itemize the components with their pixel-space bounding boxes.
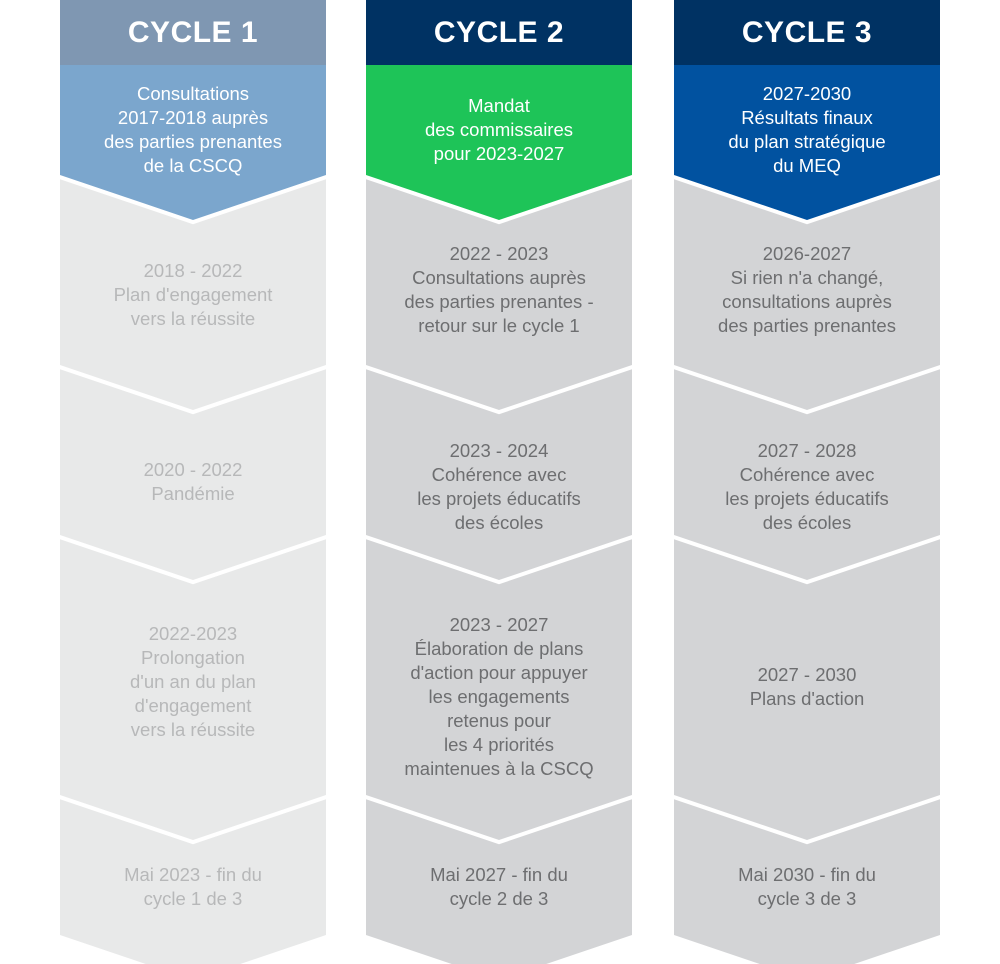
text-line: vers la réussite	[130, 719, 256, 740]
text-line: Pandémie	[151, 483, 235, 504]
step-text-4: Mai 2030 - fin du cycle 3 de 3	[682, 863, 932, 911]
step-chevron-4	[60, 795, 326, 964]
step-chevron-4	[366, 795, 632, 964]
text-line: 2027-2030	[762, 83, 852, 104]
text-line: Élaboration de plans	[414, 638, 584, 659]
text-line: 2023 - 2024	[449, 440, 549, 461]
step-text-4: Mai 2027 - fin du cycle 2 de 3	[374, 863, 624, 911]
text-line: Plan d'engagement	[113, 284, 273, 305]
cycle-title: CYCLE 2	[433, 15, 565, 49]
step-chevron-2	[674, 365, 940, 580]
cycle-header-bg	[366, 0, 632, 65]
step-text-4: Mai 2023 - fin du cycle 1 de 3	[68, 863, 318, 911]
text-line: Résultats finaux	[741, 107, 873, 128]
step-chevron-2	[60, 365, 326, 580]
lead-text: Consultations 2017-2018 auprès des parties…	[68, 82, 318, 178]
step-chevron-1	[366, 175, 632, 410]
cycle-2-column: CYCLE 2 Mandat des commissaires pour 2023-2…	[366, 0, 632, 964]
cycle-title: CYCLE 1	[127, 15, 259, 49]
text-line: des parties prenantes	[718, 315, 896, 336]
text-line: 2023 - 2027	[449, 614, 549, 635]
text-line: Plans d'action	[749, 688, 865, 709]
text-line: cycle 1 de 3	[143, 888, 243, 909]
lead-chevron	[674, 65, 940, 220]
text-line: du MEQ	[773, 155, 841, 176]
step-chevron-3	[60, 535, 326, 840]
text-line: les projets éducatifs	[417, 488, 581, 509]
text-line: d'un an du plan	[130, 671, 256, 692]
step-chevron-2	[366, 365, 632, 580]
text-line: des commissaires	[424, 119, 574, 140]
lead-chevron	[60, 65, 326, 220]
text-line: du plan stratégique	[728, 131, 886, 152]
text-line: Si rien n'a changé,	[730, 267, 884, 288]
text-line: 2027 - 2028	[757, 440, 857, 461]
step-chevron-3	[366, 535, 632, 840]
text-line: maintenues à la CSCQ	[404, 758, 594, 779]
text-line: Cohérence avec	[739, 464, 875, 485]
text-line: Consultations auprès	[412, 267, 586, 288]
text-line: les engagements	[428, 686, 570, 707]
lead-text: Mandat des commissaires pour 2023-2027	[374, 94, 624, 166]
text-line: Cohérence avec	[431, 464, 567, 485]
text-line: 2022-2023	[148, 623, 238, 644]
text-line: Mai 2027 - fin du	[430, 864, 568, 885]
text-line: 2026-2027	[762, 243, 852, 264]
step-chevron-3	[674, 535, 940, 840]
text-line: Mai 2023 - fin du	[124, 864, 262, 885]
text-line: cycle 3 de 3	[757, 888, 857, 909]
text-line: consultations auprès	[722, 291, 892, 312]
text-line: des écoles	[762, 512, 852, 533]
step-chevron-4	[674, 795, 940, 964]
text-line: les projets éducatifs	[725, 488, 889, 509]
chevron-stack	[60, 0, 326, 964]
text-line: Mai 2030 - fin du	[738, 864, 876, 885]
text-line: Consultations	[136, 83, 250, 104]
text-line: de la CSCQ	[143, 155, 243, 176]
text-line: 2027 - 2030	[757, 664, 857, 685]
step-chevron-1	[674, 175, 940, 410]
text-line: 2017-2018 auprès	[117, 107, 269, 128]
text-line: Mandat	[468, 95, 530, 116]
cycle-header-bg	[60, 0, 326, 65]
chevron-stack	[674, 0, 940, 964]
step-text-1: 2026-2027 Si rien n'a changé, consultation…	[682, 242, 932, 338]
text-line: des écoles	[454, 512, 544, 533]
lead-chevron	[366, 65, 632, 220]
chevron-stack	[366, 0, 632, 964]
cycle-1-column: CYCLE 1 Consultations 2017-2018 auprès des …	[60, 0, 326, 964]
text-line: cycle 2 de 3	[449, 888, 549, 909]
text-line: d'engagement	[134, 695, 252, 716]
step-chevron-1	[60, 175, 326, 410]
text-line: 2020 - 2022	[143, 459, 243, 480]
text-line: Prolongation	[141, 647, 245, 668]
text-line: vers la réussite	[130, 308, 256, 329]
text-line: 2018 - 2022	[143, 260, 243, 281]
text-line: pour 2023-2027	[433, 143, 565, 164]
text-line: 2022 - 2023	[449, 243, 549, 264]
text-line: des parties prenantes	[104, 131, 282, 152]
text-line: retour sur le cycle 1	[418, 315, 580, 336]
text-line: des parties prenantes -	[404, 291, 594, 312]
text-line: les 4 priorités	[443, 734, 554, 755]
cycle-header-bg	[674, 0, 940, 65]
text-line: retenus pour	[447, 710, 551, 731]
cycle-title: CYCLE 3	[741, 15, 873, 49]
text-line: d'action pour appuyer	[410, 662, 588, 683]
